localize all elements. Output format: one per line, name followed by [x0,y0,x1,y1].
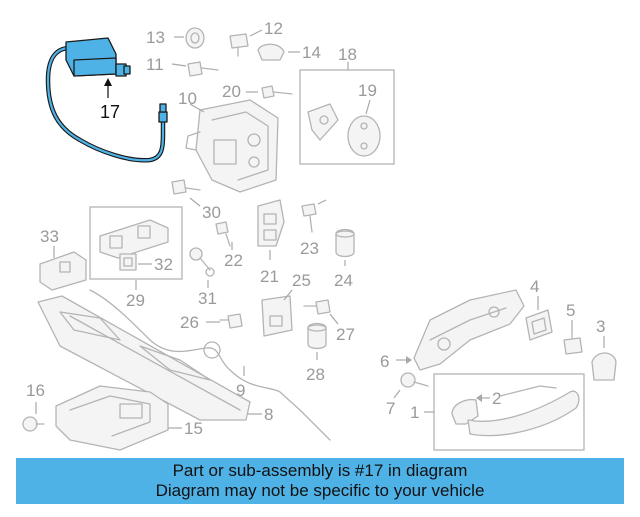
callout-27: 27 [336,325,355,344]
part-33-connector [39,251,87,291]
callout-2: 2 [492,389,501,408]
part-15-bracket [55,385,169,451]
callout-13: 13 [146,28,165,47]
callout-19: 19 [358,81,377,100]
part-28-bushing [307,322,327,350]
part-11-bolt [187,61,219,77]
part-30-bolt [171,179,201,195]
callout-9: 9 [236,381,245,400]
callout-26: 26 [180,313,199,332]
part-24-bushing [335,228,355,258]
part-27-screw [303,299,331,315]
callout-12: 12 [264,19,283,38]
callout-5: 5 [566,301,575,320]
callout-18: 18 [338,45,357,64]
part-26-bolt [219,313,243,329]
part-6-handle-frame [413,289,525,371]
callout-1: 1 [410,403,419,422]
callout-10: 10 [178,89,197,108]
part-31-bolt [189,247,215,277]
callout-32: 32 [154,255,173,274]
part-23-screw [301,203,317,233]
callout-11: 11 [146,55,164,74]
part-3-cap [591,352,617,381]
callout-21: 21 [260,267,279,286]
callout-17: 17 [100,102,120,122]
part-16-bolt [22,416,45,432]
callout-3: 3 [596,317,605,336]
callout-23: 23 [300,239,319,258]
callout-15: 15 [184,419,203,438]
part-22-screw [215,221,231,247]
part-14-cap [257,43,285,61]
callout-29: 29 [126,291,145,310]
callout-30: 30 [202,203,221,222]
part-9-cable [89,289,331,441]
banner-background [16,458,624,504]
callout-6: 6 [380,352,389,371]
part-10-latch [185,99,279,193]
part-32-pad [119,253,137,271]
part-7-screw [400,372,429,388]
callout-33: 33 [40,227,59,246]
part-13-grommet [185,27,205,49]
part-19-plate [347,115,381,157]
callout-25: 25 [292,271,311,290]
callout-8: 8 [264,405,273,424]
callout-14: 14 [302,43,321,62]
part-25-bracket [261,295,293,337]
part-12-stud [229,33,249,57]
callout-22: 22 [224,251,243,270]
callout-31: 31 [198,289,217,308]
callout-28: 28 [306,365,325,384]
banner-line-1: Part or sub-assembly is #17 in diagram [172,461,468,480]
part-8-trim-panel [37,295,251,421]
box-29 [89,206,183,280]
part-21-hinge [257,199,285,247]
callout-20: 20 [222,82,241,101]
part-5-lock-cylinder [563,329,583,355]
part-17-cable-assembly[interactable] [45,37,168,163]
part-4-seal [525,309,553,341]
callout-24: 24 [334,271,353,290]
part-18-striker [307,103,339,141]
info-banner: Part or sub-assembly is #17 in diagram D… [16,458,624,504]
box-18 [299,69,395,165]
part-29-bracket [99,219,169,259]
callout-4: 4 [530,277,539,296]
part-2-handle [451,385,580,437]
callout-7: 7 [386,399,395,418]
callout-16: 16 [26,381,45,400]
banner-line-2: Diagram may not be specific to your vehi… [155,481,485,500]
part-20-screw [261,85,293,99]
